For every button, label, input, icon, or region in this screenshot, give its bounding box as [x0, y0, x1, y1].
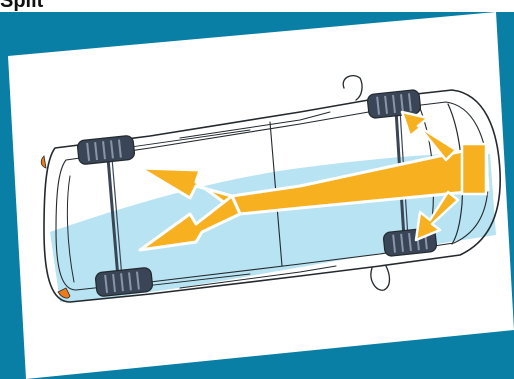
corner-arrow-icon: [400, 110, 458, 162]
car-inner-outline: [55, 101, 489, 291]
rear-bed-line: [66, 175, 75, 283]
split-arrow-lower-branch: [138, 194, 242, 252]
tail-light-top: [40, 155, 47, 169]
car-body-outline: [43, 89, 501, 303]
tire-icon: [366, 89, 422, 119]
rear-axle-inner: [111, 157, 123, 279]
corner-arrow-icon: [414, 190, 460, 242]
door-line-top: [179, 111, 331, 139]
split-arrow-upper-branch: [138, 166, 242, 216]
front-torque-block: [460, 142, 488, 196]
windshield-line: [447, 103, 464, 245]
split-arrow-icon: [138, 144, 490, 252]
clipped-title: Split: [0, 0, 44, 12]
mirror-top: [342, 74, 363, 101]
tail-light-bottom: [57, 287, 71, 299]
mirror-bottom: [370, 265, 391, 291]
rear-axle: [106, 156, 120, 280]
door-line-bottom: [179, 265, 337, 289]
car-torque-vectoring-diagram: [0, 12, 514, 379]
tire-icon: [76, 135, 136, 165]
tire-icon: [94, 267, 154, 297]
